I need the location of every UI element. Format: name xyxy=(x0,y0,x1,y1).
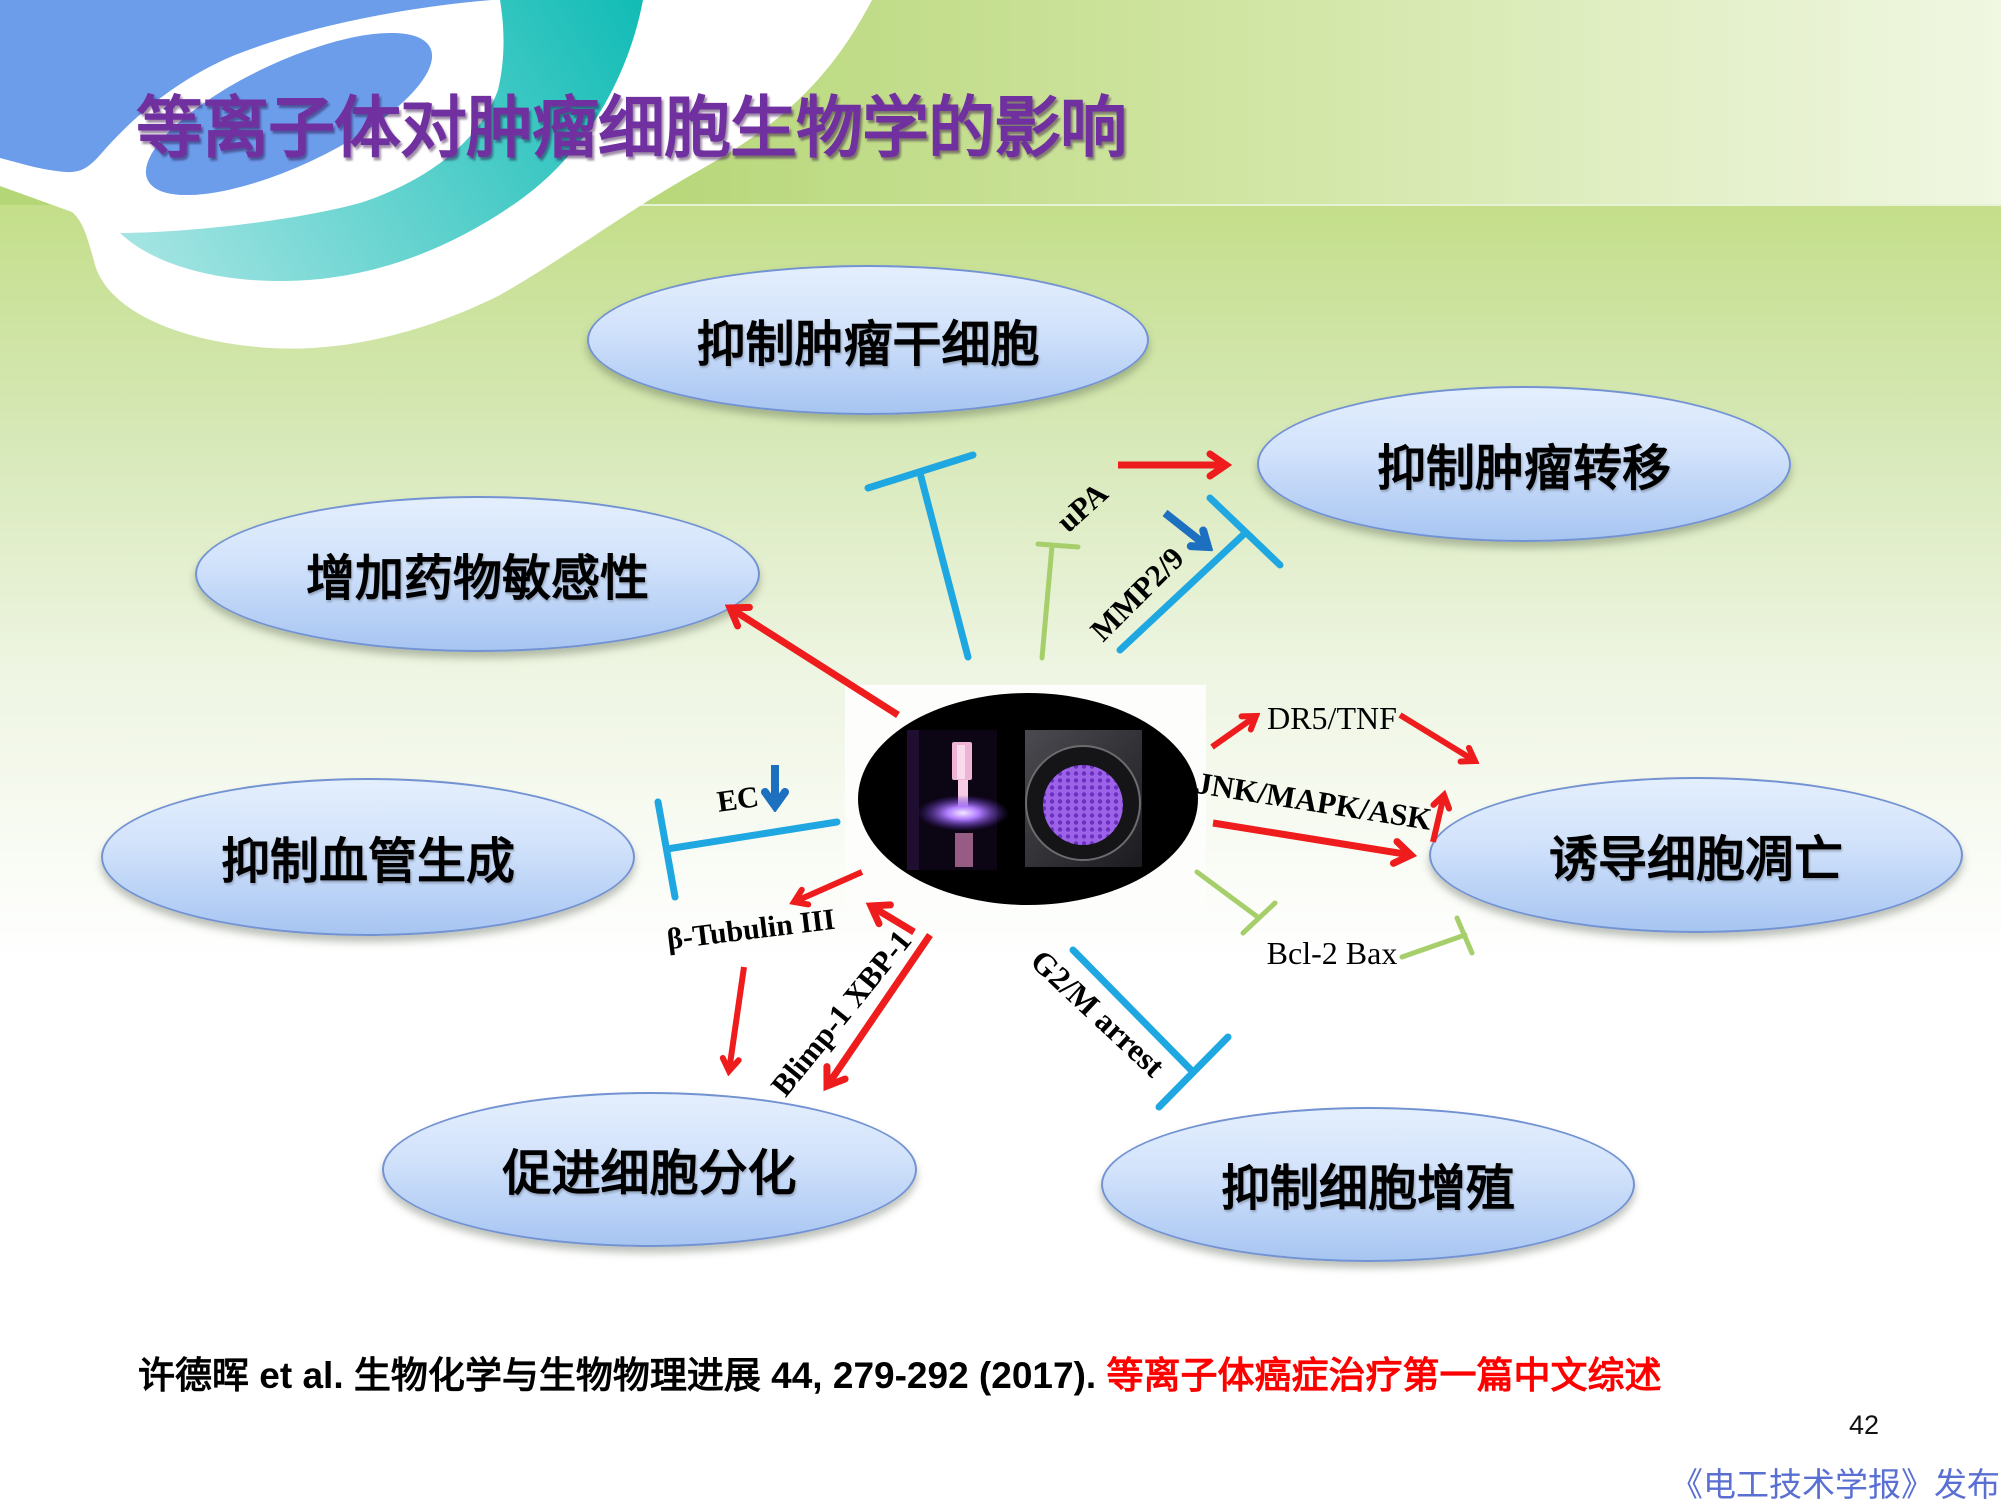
label-dr5-tnf: DR5/TNF xyxy=(1267,700,1397,736)
effect-inhibit-metastasis: 抑制肿瘤转移 xyxy=(1257,386,1791,542)
arrow-to-tubulin xyxy=(794,869,864,902)
tbar-head xyxy=(1155,1033,1232,1111)
effect-label: 抑制血管生成 xyxy=(220,832,515,890)
effect-label: 增加药物敏感性 xyxy=(305,549,649,607)
plasma-jet-photo-edge xyxy=(907,730,919,870)
plasma-jet-tube-highlight xyxy=(957,745,965,779)
effect-increase-drug-sensitivity: 增加药物敏感性 xyxy=(195,496,760,652)
effect-label: 促进细胞分化 xyxy=(502,1145,797,1202)
label-ec: EC xyxy=(714,780,761,819)
inhibit-stem-cells-tbar xyxy=(864,451,977,661)
effect-inhibit-proliferation: 抑制细胞增殖 xyxy=(1101,1107,1635,1262)
arrow-dr5-to-apoptosis xyxy=(1398,712,1475,761)
tbar-stem xyxy=(1194,869,1262,921)
plasma-jet-photo-icon xyxy=(907,730,1009,870)
page-title: 等离子体对肿瘤细胞生物学的影响 xyxy=(136,89,1127,167)
tbar-head xyxy=(1035,541,1081,550)
tbar-head xyxy=(1240,900,1278,936)
arrow-to-drug-sensitivity xyxy=(724,603,900,718)
tbar-stem xyxy=(1399,932,1468,960)
mmp-down-arrow-icon xyxy=(1162,509,1208,547)
tbar-head xyxy=(1206,494,1284,569)
publisher-watermark: 《电工技术学报》发布 xyxy=(1670,1468,2000,1501)
arrow-ask-up xyxy=(1430,795,1444,843)
effect-label: 抑制肿瘤转移 xyxy=(1376,439,1671,497)
inhibit-bax-apoptosis-tbar xyxy=(1399,915,1475,960)
arrow-to-differentiation xyxy=(823,933,933,1092)
effect-label: 抑制细胞增殖 xyxy=(1220,1160,1515,1217)
decor-inner-blue-ellipse xyxy=(145,32,433,196)
decor-teal-arc xyxy=(120,0,643,282)
arrow-jnk-to-apoptosis xyxy=(1212,819,1418,867)
tbar-stem xyxy=(663,818,841,853)
inhibit-angiogenesis-tbar xyxy=(654,798,841,901)
citation: 许德晖 et al. 生物化学与生物物理进展 44, 279-292 (2017… xyxy=(138,1345,1661,1399)
plasma-mesh-disc xyxy=(1043,765,1123,845)
arrow-tubulin-to-differentiation xyxy=(729,966,747,1071)
decor-outer-blue-shape xyxy=(0,0,492,173)
tbar-stem xyxy=(1069,946,1197,1076)
center-plasma-image xyxy=(845,685,1206,910)
plasma-glow xyxy=(917,795,1009,831)
tbar-stem xyxy=(916,469,972,661)
effect-inhibit-tumor-stem-cells: 抑制肿瘤干细胞 xyxy=(587,265,1149,415)
label-bcl2-bax: Bcl-2 Bax xyxy=(1266,935,1398,971)
tbar-stem xyxy=(1039,543,1055,661)
inhibit-bcl2-tbar xyxy=(1194,869,1278,936)
plasma-mesh-photo-icon xyxy=(1025,730,1142,867)
inhibit-upa-tbar xyxy=(1035,541,1081,661)
effect-label: 抑制肿瘤干细胞 xyxy=(696,315,1040,373)
arrow-to-dr5 xyxy=(1210,716,1256,750)
effect-label: 诱导细胞凋亡 xyxy=(1548,830,1843,888)
tbar-head xyxy=(654,798,679,901)
inhibit-proliferation-tbar xyxy=(1069,946,1232,1111)
tbar-stem xyxy=(1116,531,1247,654)
plasma-jet-reflection xyxy=(955,833,973,867)
page-number: 42 xyxy=(1849,1410,1880,1440)
effect-inhibit-angiogenesis: 抑制血管生成 xyxy=(101,778,635,936)
effect-induce-apoptosis: 诱导细胞凋亡 xyxy=(1429,777,1963,933)
arrow-blimp-to-center xyxy=(865,901,916,935)
effect-promote-differentiation: 促进细胞分化 xyxy=(382,1092,917,1247)
citation-reference: 许德晖 et al. 生物化学与生物物理进展 44, 279-292 (2017… xyxy=(138,1355,1107,1396)
tbar-head xyxy=(1454,915,1475,956)
tbar-head xyxy=(864,451,977,492)
citation-highlight: 等离子体癌症治疗第一篇中文综述 xyxy=(1106,1355,1662,1396)
inhibit-mmp-metastasis-tbar xyxy=(1116,494,1284,654)
